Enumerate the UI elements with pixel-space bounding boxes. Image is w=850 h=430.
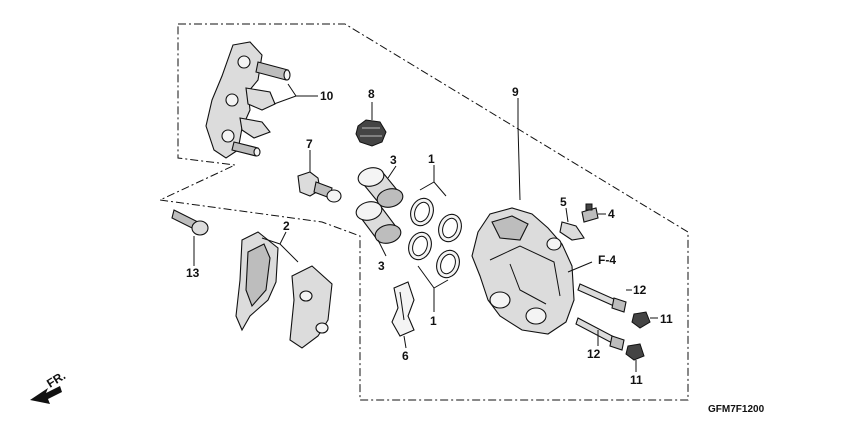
mounting-bolt-part-13 bbox=[171, 209, 209, 236]
slide-pin-upper-part-12 bbox=[577, 283, 627, 313]
callout-5: 5 bbox=[560, 195, 567, 209]
bleeder-screw-part-4 bbox=[581, 203, 599, 223]
leader-1a bbox=[419, 165, 447, 197]
callout-3-upper: 3 bbox=[390, 153, 397, 167]
bleeder-cap-part-5 bbox=[559, 221, 585, 241]
piston-upper-part-3 bbox=[357, 167, 404, 208]
bolt-part-7 bbox=[297, 171, 342, 203]
assembly-frame bbox=[158, 23, 689, 401]
pad-spring-part-6 bbox=[391, 281, 415, 337]
callout-12-upper: 12 bbox=[633, 283, 647, 297]
callout-3-lower: 3 bbox=[378, 259, 385, 273]
ref-pointer bbox=[567, 261, 593, 273]
callout-2: 2 bbox=[283, 219, 290, 233]
piston-lower-part-3 bbox=[355, 201, 402, 244]
leader-10 bbox=[273, 83, 318, 105]
brake-pad-left-part-2 bbox=[235, 231, 279, 332]
caliper-body bbox=[471, 207, 575, 335]
callout-6: 6 bbox=[402, 349, 409, 363]
callout-13: 13 bbox=[186, 266, 200, 280]
caliper-bracket bbox=[205, 41, 291, 159]
diagram-code: GFM7F1200 bbox=[708, 404, 765, 415]
pin-cap-upper-part-11 bbox=[631, 311, 651, 329]
leader-6 bbox=[403, 335, 407, 349]
callout-1-lower: 1 bbox=[430, 314, 437, 328]
leader-5 bbox=[565, 207, 569, 223]
callout-9: 9 bbox=[512, 85, 519, 99]
brake-pad-right-part-2 bbox=[289, 265, 333, 349]
callout-11-upper: 11 bbox=[660, 312, 673, 326]
boot-part-8 bbox=[355, 119, 387, 147]
slide-pin-lower-part-12 bbox=[575, 317, 625, 351]
seal-ring-set-part-1 bbox=[408, 197, 462, 279]
leader-3b bbox=[377, 239, 387, 257]
reference-label: F-4 bbox=[598, 253, 616, 267]
callout-7: 7 bbox=[306, 137, 313, 151]
callout-11-lower: 11 bbox=[630, 373, 643, 387]
callout-12-lower: 12 bbox=[587, 347, 601, 361]
callout-8: 8 bbox=[368, 87, 375, 101]
pin-cap-lower-part-11 bbox=[625, 343, 645, 361]
leader-1b bbox=[417, 265, 449, 312]
leader-2 bbox=[261, 231, 299, 263]
leader-3a bbox=[387, 165, 397, 179]
front-direction-arrow-icon bbox=[30, 386, 62, 404]
callout-1-upper: 1 bbox=[428, 152, 435, 166]
callout-10: 10 bbox=[320, 89, 334, 103]
front-direction-label: FR. bbox=[44, 368, 68, 390]
callout-4: 4 bbox=[608, 207, 615, 221]
leader-9 bbox=[517, 98, 521, 201]
